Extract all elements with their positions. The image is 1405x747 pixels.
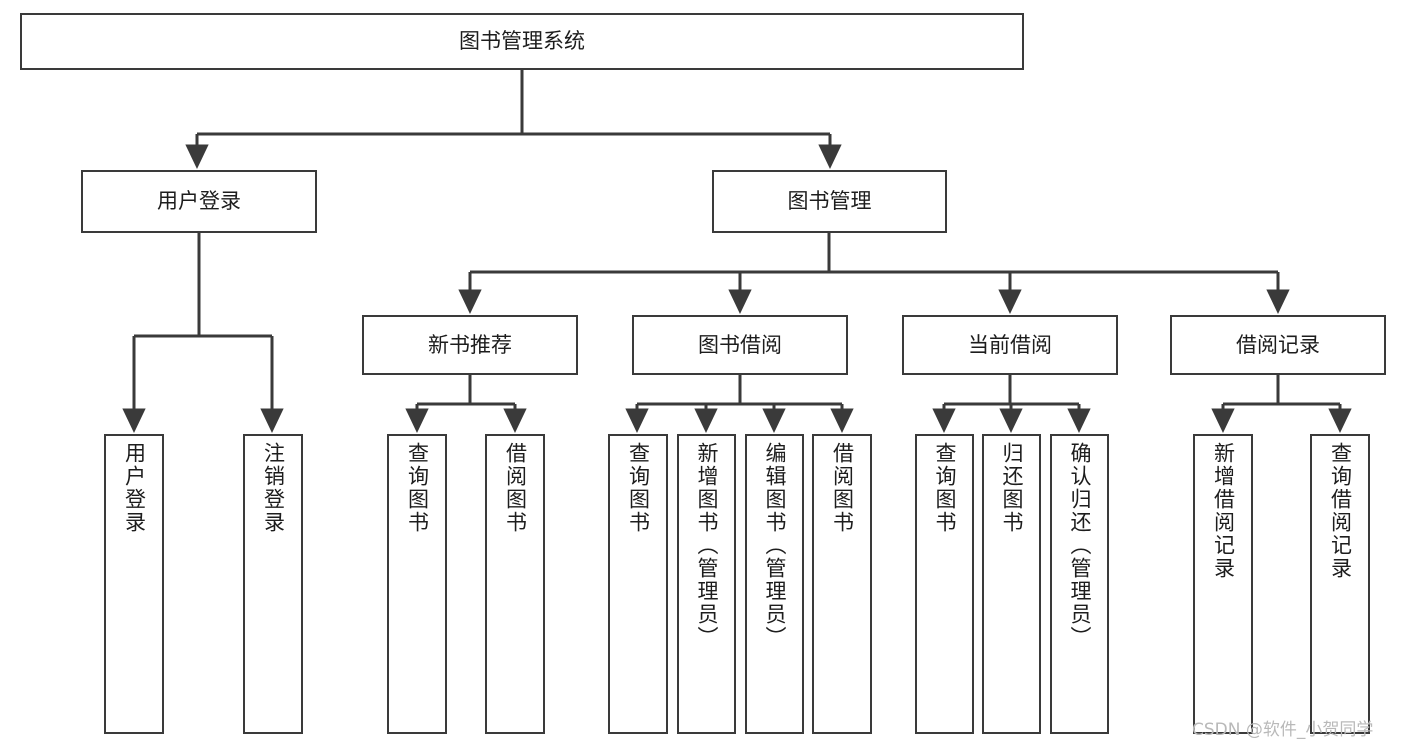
node-leaf-logout-login[interactable]: 注销登录 [243, 434, 303, 734]
node-label: 借阅图书 [830, 442, 855, 534]
node-leaf-query-book-current[interactable]: 查询图书 [915, 434, 974, 734]
node-label: 确认归还（管理员） [1068, 442, 1092, 649]
node-leaf-query-borrow-record[interactable]: 查询借阅记录 [1310, 434, 1370, 734]
node-borrow-record[interactable]: 借阅记录 [1170, 315, 1386, 375]
node-leaf-edit-book-admin[interactable]: 编辑图书（管理员） [745, 434, 804, 734]
node-label: 借阅记录 [1236, 332, 1320, 357]
node-label: 图书管理 [787, 189, 872, 214]
node-label: 借阅图书 [503, 442, 528, 534]
node-label: 归还图书 [1000, 442, 1024, 534]
node-leaf-return-book[interactable]: 归还图书 [982, 434, 1041, 734]
node-leaf-query-book-borrow[interactable]: 查询图书 [608, 434, 668, 734]
node-leaf-borrow-book-recommend[interactable]: 借阅图书 [485, 434, 545, 734]
node-current-borrow[interactable]: 当前借阅 [902, 315, 1118, 375]
node-label: 用户登录 [157, 189, 241, 214]
node-user-login[interactable]: 用户登录 [81, 170, 317, 233]
node-label: 新增借阅记录 [1211, 442, 1236, 580]
node-leaf-query-book-recommend[interactable]: 查询图书 [387, 434, 447, 734]
node-book-borrow[interactable]: 图书借阅 [632, 315, 848, 375]
node-book-manage[interactable]: 图书管理 [712, 170, 947, 233]
node-root-book-management-system[interactable]: 图书管理系统 [20, 13, 1024, 70]
node-label: 查询图书 [933, 442, 957, 534]
node-leaf-add-book-admin[interactable]: 新增图书（管理员） [677, 434, 736, 734]
node-label: 编辑图书（管理员） [763, 442, 787, 649]
node-label: 查询图书 [405, 442, 430, 534]
node-label: 查询图书 [626, 442, 651, 534]
node-label: 用户登录 [122, 442, 147, 534]
node-label: 图书管理系统 [459, 29, 585, 54]
node-label: 新书推荐 [428, 332, 512, 357]
node-label: 注销登录 [261, 442, 286, 534]
node-leaf-borrow-book[interactable]: 借阅图书 [812, 434, 872, 734]
node-label: 当前借阅 [968, 332, 1052, 357]
node-label: 新增图书（管理员） [695, 442, 719, 649]
node-new-book-recommend[interactable]: 新书推荐 [362, 315, 578, 375]
node-leaf-add-borrow-record[interactable]: 新增借阅记录 [1193, 434, 1253, 734]
node-label: 查询借阅记录 [1328, 442, 1353, 580]
node-label: 图书借阅 [698, 332, 782, 357]
node-leaf-confirm-return-admin[interactable]: 确认归还（管理员） [1050, 434, 1109, 734]
node-leaf-user-login[interactable]: 用户登录 [104, 434, 164, 734]
